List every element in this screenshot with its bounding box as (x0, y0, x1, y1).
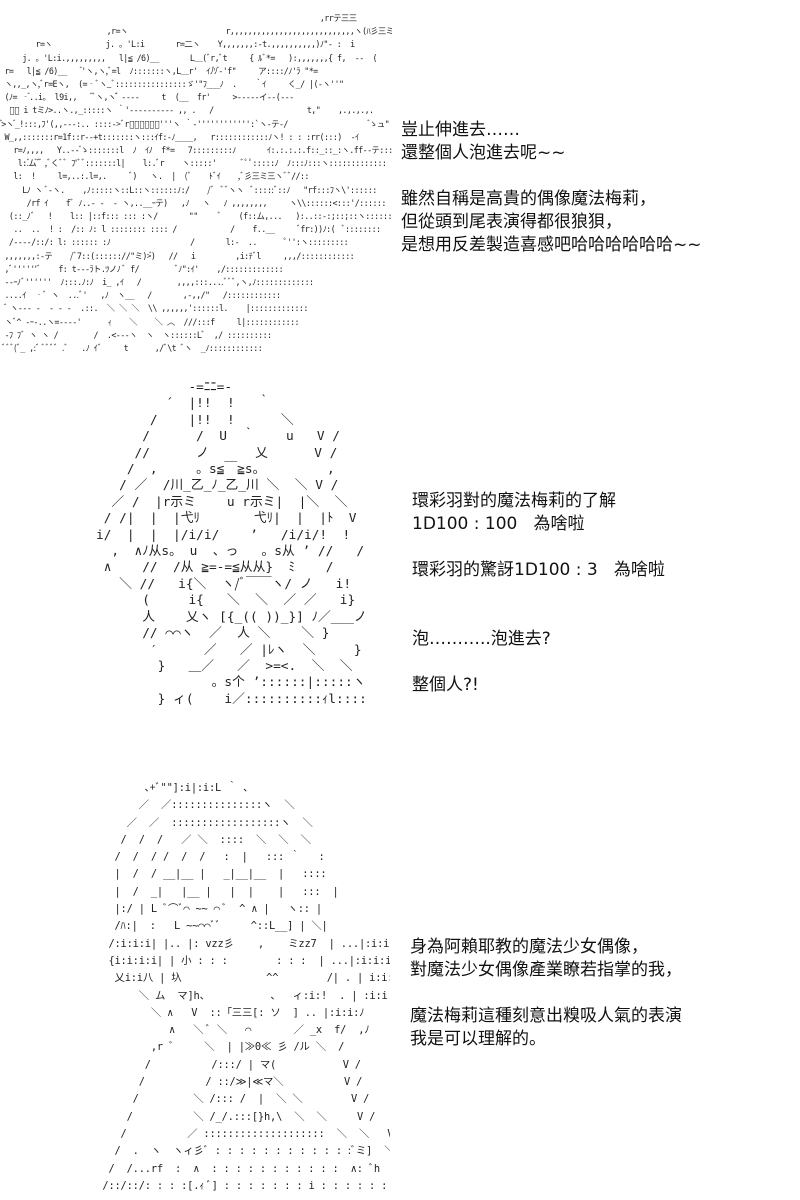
dialogue-spacer (412, 582, 665, 605)
ascii-art-hooded-girl: ､+ﾞ""]:i|:i:L ｀ ､ ／ ／:::::::::::::::ヽ ＼ … (102, 782, 390, 1192)
dialogue-line: 雖然自稱是高貴的偶像魔法梅莉， (401, 189, 656, 209)
dialogue-line: 魔法梅莉這種刻意出糗吸人氣的表演 (410, 1006, 682, 1026)
dialogue-line: 整個人?! (412, 675, 479, 695)
dialogue-block-2: 環彩羽對的魔法梅莉的了解 1D100 : 100 為啥啦 環彩羽的驚訝1D100… (412, 490, 665, 697)
dialogue-line: 但從頭到尾表演得都很狼狽， (401, 212, 622, 232)
panel-2: -=ﾆﾆ=- ´ |!! ! ｀ / |!! ! ＼ / / U ｀ u V /… (0, 370, 800, 780)
dialogue-spacer (410, 982, 682, 1005)
dialogue-spacer (412, 536, 665, 559)
dialogue-line: 豈止伸進去…… (401, 120, 520, 140)
dialogue-spacer (412, 651, 665, 674)
dialogue-line: 我是可以理解的。 (410, 1029, 546, 1049)
dialogue-line: 環彩羽對的魔法梅莉的了解 (412, 491, 616, 511)
dialogue-spacer (401, 165, 702, 188)
dialogue-block-1: 豈止伸進去…… 還整個人泡進去呢~~ 雖然自稱是高貴的偶像魔法梅莉， 但從頭到尾… (401, 119, 702, 257)
dialogue-line: 身為阿賴耶教的魔法少女偶像， (410, 937, 648, 957)
panel-3: ､+ﾞ""]:i|:i:L ｀ ､ ／ ／:::::::::::::::ヽ ＼ … (0, 780, 800, 1200)
dialogue-line: 是想用反差製造喜感吧哈哈哈哈哈哈~~ (401, 235, 702, 255)
dialogue-spacer (412, 605, 665, 628)
panel-1: ,rrテ三三 ,r=ヽ r,,,,,,,,,,,,,,,,,,,,,,,,,,,… (0, 0, 800, 370)
ascii-art-surprised-girl: -=ﾆﾆ=- ´ |!! ! ｀ / |!! ! ＼ / / U ｀ u V /… (96, 380, 366, 707)
dialogue-block-3: 身為阿賴耶教的魔法少女偶像， 對魔法少女偶像產業瞭若指掌的我， 魔法梅莉這種刻意… (410, 936, 682, 1051)
dice-roll-line: 環彩羽的驚訝1D100 : 3 為啥啦 (412, 560, 665, 580)
dice-roll-line: 1D100 : 100 為啥啦 (412, 514, 585, 534)
dialogue-line: 泡………..泡進去? (412, 629, 551, 649)
dialogue-line: 還整個人泡進去呢~~ (401, 143, 566, 163)
ascii-art-crowd: ,rrテ三三 ,r=ヽ r,,,,,,,,,,,,,,,,,,,,,,,,,,,… (0, 13, 392, 354)
dialogue-line: 對魔法少女偶像產業瞭若指掌的我， (410, 960, 682, 980)
